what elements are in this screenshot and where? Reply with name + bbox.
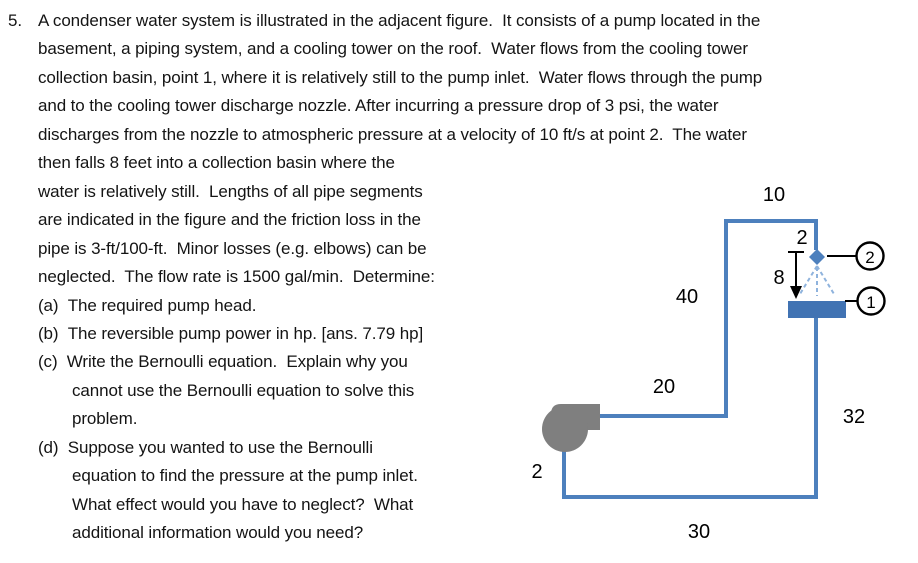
- point-1-marker: 1: [845, 286, 886, 316]
- text-line: and to the cooling tower discharge nozzl…: [38, 96, 719, 115]
- spray-icon: [799, 265, 835, 296]
- pipe-length-discharge-run: 20: [653, 376, 675, 398]
- pipe-length-nozzle-drop: 2: [796, 227, 807, 249]
- list-item-d: (d) Suppose you wanted to use the Bernou…: [38, 438, 373, 457]
- text-line: What effect would you have to neglect? W…: [72, 495, 414, 514]
- point-2-label: 2: [865, 248, 874, 267]
- nozzle-icon: [809, 249, 825, 265]
- text-line-content: A condenser water system is illustrated …: [38, 11, 761, 30]
- text-line: additional information would you need?: [72, 523, 364, 542]
- text-line: problem.: [72, 409, 138, 428]
- text-line: cannot use the Bernoulli equation to sol…: [72, 381, 415, 400]
- text-line: basement, a piping system, and a cooling…: [38, 39, 748, 58]
- fall-arrow-icon: [788, 251, 804, 299]
- pump-icon: [542, 404, 600, 452]
- problem-number: 5.: [8, 11, 22, 30]
- text-line: 5. A condenser water system is illustrate…: [8, 9, 760, 33]
- text-line: are indicated in the figure and the fric…: [38, 210, 421, 229]
- list-item-c: (c) Write the Bernoulli equation. Explai…: [38, 352, 408, 371]
- pipe-length-pump-inlet: 2: [531, 461, 542, 483]
- text-line: equation to find the pressure at the pum…: [72, 466, 418, 485]
- fall-height-label: 8: [773, 267, 784, 289]
- pipe-length-riser: 40: [676, 286, 698, 308]
- list-item-a: (a) The required pump head.: [38, 296, 257, 315]
- pipe-length-return-riser: 32: [843, 406, 865, 428]
- text-line: then falls 8 feet into a collection basi…: [38, 153, 395, 172]
- text-line: discharges from the nozzle to atmospheri…: [38, 125, 747, 144]
- pipe-length-bottom-run: 30: [688, 521, 710, 543]
- text-line: neglected. The flow rate is 1500 gal/min…: [38, 267, 435, 286]
- supply-pipe: [600, 219, 818, 418]
- list-item-b: (b) The reversible pump power in hp. [an…: [38, 324, 424, 343]
- text-line: water is relatively still. Lengths of al…: [38, 182, 423, 201]
- point-1-label: 1: [866, 293, 875, 312]
- text-line: collection basin, point 1, where it is r…: [38, 68, 763, 87]
- text-line: pipe is 3-ft/100-ft. Minor losses (e.g. …: [38, 239, 427, 258]
- condenser-system-diagram: 2 1 10 2 8 40 20 32 2 30: [531, 184, 886, 543]
- collection-basin: [788, 301, 846, 318]
- return-pipe: [562, 318, 818, 499]
- pipe-length-top-run: 10: [763, 184, 785, 206]
- point-2-marker: 2: [827, 241, 885, 271]
